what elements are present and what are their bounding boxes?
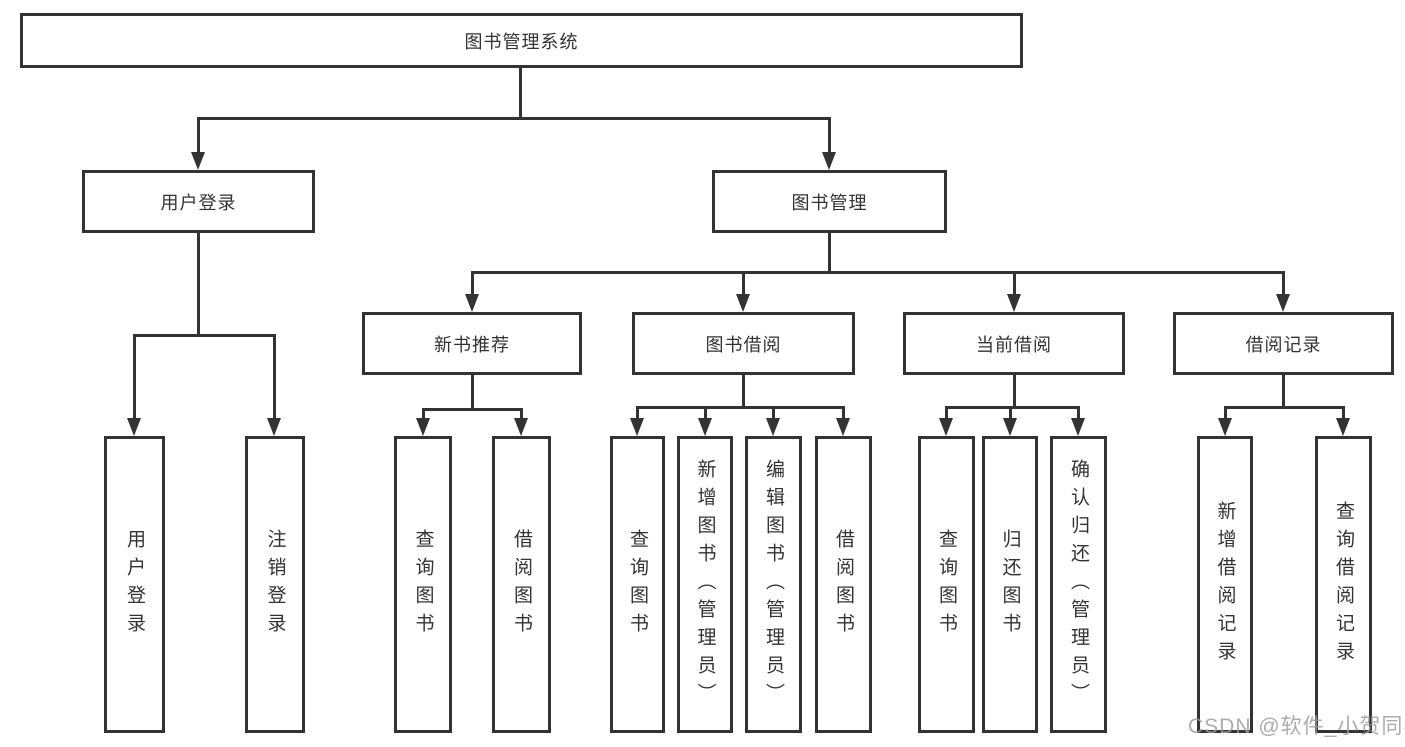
connector-line xyxy=(197,117,200,152)
arrow-down-icon xyxy=(836,418,850,436)
arrow-down-icon xyxy=(1071,418,1085,436)
node-user-login-label: 用户登录 xyxy=(160,192,237,213)
arrow-down-icon xyxy=(1336,418,1350,436)
leaf-query-book-2-label: 查询图书 xyxy=(627,528,648,641)
node-book-management-label: 图书管理 xyxy=(791,192,868,213)
leaf-user-login-label: 用户登录 xyxy=(124,528,145,641)
node-book-borrow-label: 图书借阅 xyxy=(705,334,782,355)
leaf-logout-label: 注销登录 xyxy=(264,528,286,641)
arrow-down-icon xyxy=(766,418,780,436)
connector-line xyxy=(520,408,523,420)
connector-line xyxy=(742,375,745,409)
node-borrow-records-label: 借阅记录 xyxy=(1245,334,1322,355)
node-book-management: 图书管理 xyxy=(712,170,947,233)
leaf-query-book-1: 查询图书 xyxy=(394,436,452,733)
node-root: 图书管理系统 xyxy=(20,13,1023,68)
connector-line xyxy=(1013,375,1016,409)
connector-line xyxy=(828,233,831,274)
leaf-edit-book-admin-label: 编辑图书（管理员） xyxy=(763,458,784,711)
leaf-add-book-admin: 新增图书（管理员） xyxy=(677,436,733,733)
arrow-down-icon xyxy=(191,152,205,170)
node-current-borrow-label: 当前借阅 xyxy=(976,334,1052,355)
leaf-add-borrow-record-label: 新增借阅记录 xyxy=(1214,500,1236,669)
arrow-down-icon xyxy=(465,294,479,312)
leaf-return-book-label: 归还图书 xyxy=(999,528,1021,641)
leaf-query-borrow-record: 查询借阅记录 xyxy=(1315,436,1372,733)
leaf-edit-book-admin: 编辑图书（管理员） xyxy=(745,436,802,733)
node-root-label: 图书管理系统 xyxy=(464,31,579,52)
leaf-query-book-1-label: 查询图书 xyxy=(412,528,434,641)
connector-line xyxy=(197,233,200,337)
connector-line xyxy=(1342,406,1345,420)
arrow-down-icon xyxy=(698,418,712,436)
leaf-add-borrow-record: 新增借阅记录 xyxy=(1197,436,1253,733)
leaf-confirm-return-admin: 确认归还（管理员） xyxy=(1050,436,1107,733)
connector-line xyxy=(1224,406,1345,409)
node-user-login: 用户登录 xyxy=(82,170,315,233)
connector-line xyxy=(636,406,845,409)
connector-line xyxy=(704,406,707,420)
node-new-book-recommend: 新书推荐 xyxy=(362,312,582,375)
arrow-down-icon xyxy=(514,418,528,436)
connector-line xyxy=(1282,375,1285,409)
arrow-down-icon xyxy=(822,152,836,170)
connector-line xyxy=(1282,271,1285,296)
arrow-down-icon xyxy=(127,418,141,436)
connector-line xyxy=(1009,406,1012,420)
connector-line xyxy=(422,408,425,420)
leaf-borrow-book-2-label: 借阅图书 xyxy=(833,528,854,641)
arrow-down-icon xyxy=(1003,418,1017,436)
connector-line xyxy=(636,406,639,420)
leaf-query-book-3-label: 查询图书 xyxy=(936,528,957,641)
connector-line xyxy=(471,271,474,296)
node-book-borrow: 图书借阅 xyxy=(632,312,855,375)
connector-line xyxy=(471,375,474,411)
connector-line xyxy=(133,334,276,337)
watermark-text: CSDN @软件_小贺同学 xyxy=(1188,715,1405,738)
arrow-down-icon xyxy=(630,418,644,436)
connector-line xyxy=(772,406,775,420)
connector-line xyxy=(471,271,1285,274)
arrow-down-icon xyxy=(939,418,953,436)
connector-line xyxy=(1013,271,1016,296)
connector-line xyxy=(133,334,136,419)
connector-line xyxy=(519,68,522,119)
connector-line xyxy=(842,406,845,420)
connector-line xyxy=(828,117,831,152)
arrow-down-icon xyxy=(1007,294,1021,312)
leaf-borrow-book-1: 借阅图书 xyxy=(492,436,551,733)
leaf-return-book: 归还图书 xyxy=(982,436,1038,733)
leaf-add-book-admin-label: 新增图书（管理员） xyxy=(694,458,716,711)
leaf-logout: 注销登录 xyxy=(245,436,305,733)
leaf-query-book-3: 查询图书 xyxy=(918,436,975,733)
connector-line xyxy=(197,117,831,120)
connector-line xyxy=(1077,406,1080,420)
leaf-user-login: 用户登录 xyxy=(104,436,165,733)
arrow-down-icon xyxy=(1276,294,1290,312)
leaf-borrow-book-2: 借阅图书 xyxy=(815,436,872,733)
connector-line xyxy=(742,271,745,296)
node-current-borrow: 当前借阅 xyxy=(903,312,1125,375)
leaf-query-borrow-record-label: 查询借阅记录 xyxy=(1333,500,1354,669)
connector-line xyxy=(945,406,948,420)
connector-line xyxy=(945,406,1080,409)
arrow-down-icon xyxy=(736,294,750,312)
node-new-book-recommend-label: 新书推荐 xyxy=(434,334,510,355)
leaf-confirm-return-admin-label: 确认归还（管理员） xyxy=(1068,458,1089,711)
leaf-query-book-2: 查询图书 xyxy=(610,436,665,733)
connector-line xyxy=(273,334,276,419)
leaf-borrow-book-1-label: 借阅图书 xyxy=(511,528,532,641)
arrow-down-icon xyxy=(1218,418,1232,436)
connector-line xyxy=(422,408,523,411)
arrow-down-icon xyxy=(267,418,281,436)
arrow-down-icon xyxy=(416,418,430,436)
node-borrow-records: 借阅记录 xyxy=(1173,312,1394,375)
connector-line xyxy=(1224,406,1227,420)
